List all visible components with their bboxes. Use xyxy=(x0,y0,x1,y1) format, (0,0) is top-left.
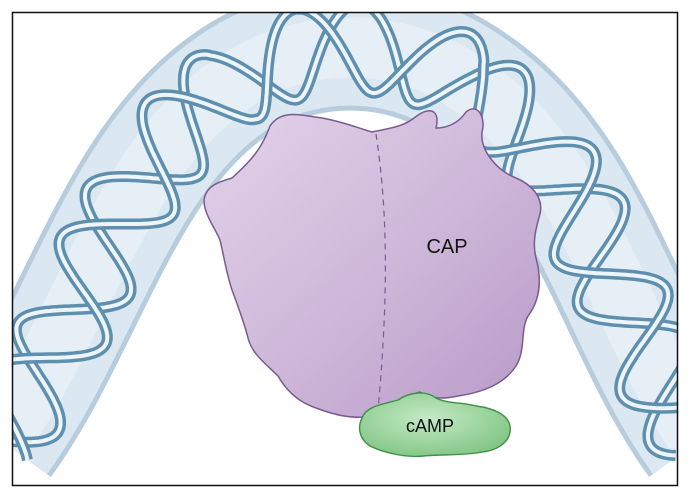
cap-label: CAP xyxy=(426,236,467,258)
camp-label: cAMP xyxy=(406,416,454,436)
